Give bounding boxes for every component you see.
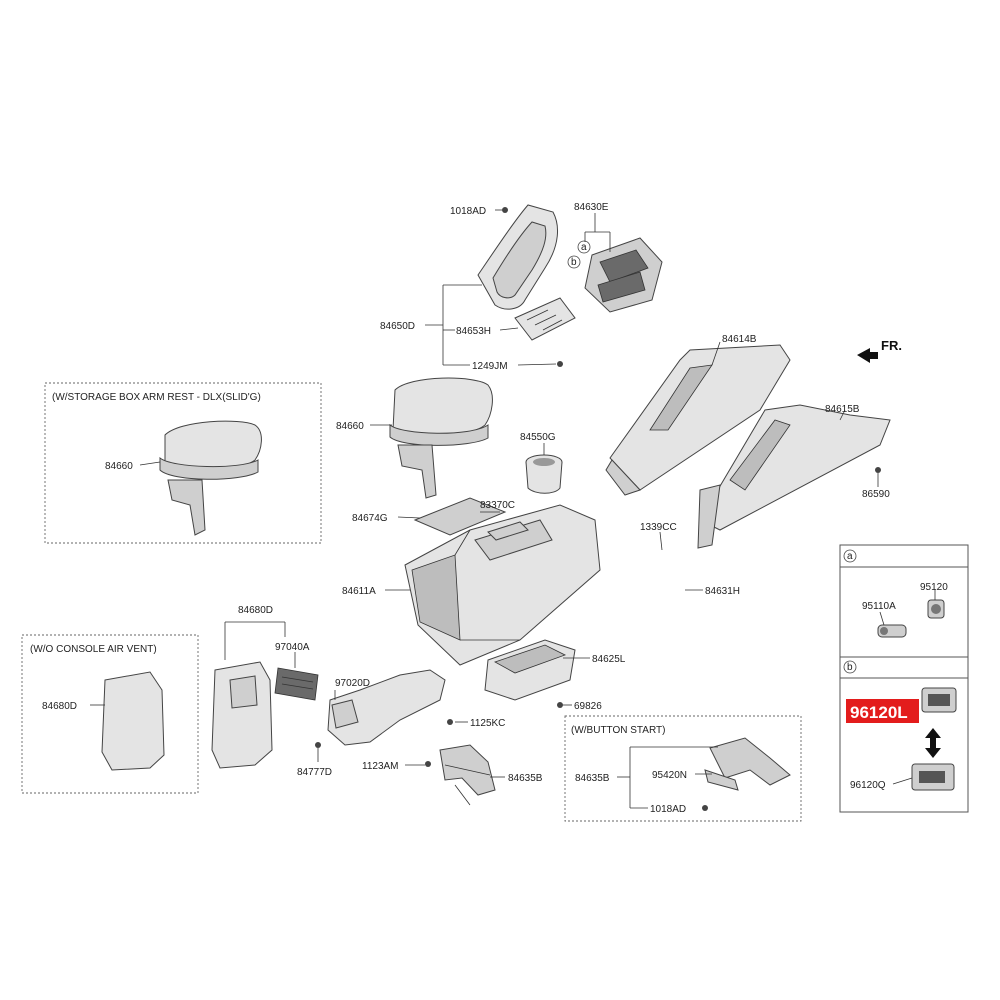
switch-assembly-84630E (584, 237, 663, 313)
storage-arm-rest-box-title: (W/STORAGE BOX ARM REST - DLX(SLID'G) (52, 392, 261, 403)
screw-1018AD-box (702, 805, 708, 811)
usb-jack-96120Q (911, 763, 955, 791)
screw-1249JM (557, 361, 563, 367)
front-label: FR. (881, 338, 902, 353)
label-84650D: 84650D (380, 321, 415, 332)
label-84660-box: 84660 (105, 461, 133, 472)
label-84660: 84660 (336, 421, 364, 432)
callout-b-letter-top: b (571, 257, 577, 268)
label-84674G: 84674G (352, 513, 388, 524)
label-1125KC: 1125KC (470, 718, 505, 729)
highlight-96120L (846, 699, 919, 723)
side-panel-84614B (605, 344, 791, 496)
callout-a-letter: a (847, 551, 853, 562)
clip-86590 (875, 467, 881, 473)
screw-1018AD-top (502, 207, 508, 213)
label-95120: 95120 (920, 582, 948, 593)
armrest-84660 (389, 377, 493, 499)
callout-b-circle (843, 660, 857, 674)
label-84635B-box: 84635B (575, 773, 610, 784)
storage-arm-rest-box (44, 382, 322, 544)
label-69826: 69826 (574, 701, 602, 712)
bolt-1123AM (425, 761, 431, 767)
label-84611A: 84611A (342, 586, 376, 597)
callout-a-circle-top (577, 240, 591, 254)
double-arrow-icon (925, 728, 941, 758)
armrest-84660-box (159, 420, 262, 536)
screw-84777D (315, 742, 321, 748)
label-95110A: 95110A (862, 601, 896, 612)
main-console-84611A (404, 504, 601, 666)
bracket-84635B-box (704, 737, 791, 791)
callout-a-letter-top: a (581, 242, 587, 253)
label-95420N: 95420N (652, 770, 687, 781)
label-84653H: 84653H (456, 326, 491, 337)
air-vent-97040A (274, 667, 319, 701)
callout-a-circle (843, 549, 857, 563)
callout-b-letter: b (847, 662, 853, 673)
label-84680D-box: 84680D (42, 701, 77, 712)
label-84614B: 84614B (722, 334, 757, 345)
bolt-69826 (557, 702, 563, 708)
usb-jack-96120L (921, 687, 957, 713)
label-84630E: 84630E (574, 202, 609, 213)
shift-panel-84653H (514, 297, 576, 341)
label-84550G: 84550G (520, 432, 556, 443)
shift-bezel-84650D (477, 204, 558, 310)
label-1018AD-top: 1018AD (450, 206, 486, 217)
socket-95120 (927, 599, 945, 619)
label-96120L: 96120L (850, 703, 908, 722)
label-84625L: 84625L (592, 654, 626, 665)
storage-tray-83370C (487, 521, 529, 541)
side-panel-84615B (697, 404, 891, 549)
label-84615B: 84615B (825, 404, 860, 415)
label-84680D: 84680D (238, 605, 273, 616)
button-start-box (564, 715, 802, 822)
label-97040A: 97040A (275, 642, 310, 653)
button-start-box-title: (W/BUTTON START) (571, 725, 665, 736)
console-air-vent-box-title: (W/O CONSOLE AIR VENT) (30, 644, 157, 655)
air-duct-97020D (327, 669, 446, 746)
label-86590: 86590 (862, 489, 890, 500)
callout-b-circle-top (567, 255, 581, 269)
label-97020D: 97020D (335, 678, 370, 689)
label-1339CC: 1339CC (640, 522, 677, 533)
console-air-vent-box (21, 634, 199, 794)
label-84631H: 84631H (705, 586, 740, 597)
label-1018AD-box: 1018AD (650, 804, 686, 815)
label-1249JM: 1249JM (472, 361, 508, 372)
mat-84674G (413, 497, 507, 536)
rear-panel-84680D-box (101, 671, 165, 771)
label-84777D: 84777D (297, 767, 332, 778)
leader-lines (90, 209, 936, 809)
cup-holder-84550G (525, 454, 563, 494)
front-direction-arrow-icon (857, 348, 878, 363)
bolt-1125KC (447, 719, 453, 725)
label-83370C: 83370C (480, 500, 515, 511)
socket-95110A (877, 624, 907, 638)
label-84635B: 84635B (508, 773, 543, 784)
rear-panel-84680D (211, 661, 273, 769)
label-96120Q: 96120Q (850, 780, 886, 791)
label-1123AM: 1123AM (362, 761, 399, 772)
storage-unit-84625L (484, 639, 576, 701)
bracket-84635B (439, 744, 496, 806)
